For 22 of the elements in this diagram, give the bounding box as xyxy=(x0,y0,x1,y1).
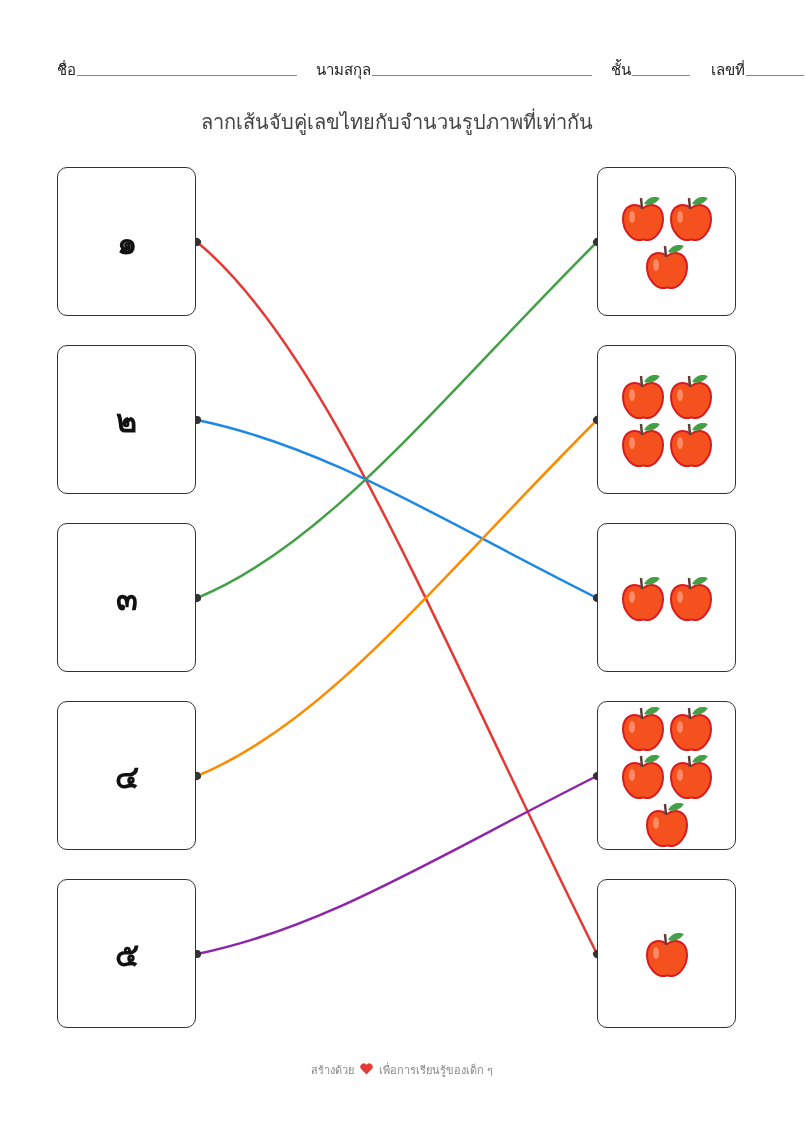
thai-numeral: ๕ xyxy=(113,934,140,975)
footer-text: สร้างด้วย xyxy=(311,1063,354,1079)
picture-card xyxy=(597,523,736,672)
thai-numeral: ๔ xyxy=(113,756,140,797)
number-card xyxy=(57,167,196,316)
number-card xyxy=(57,523,196,672)
number-card xyxy=(57,345,196,494)
number-card xyxy=(57,701,196,850)
worksheet-title: ลากเส้นจับคู่เลขไทยกับจำนวนรูปภาพที่เท่ากัน xyxy=(199,107,594,137)
thai-numeral: ๑ xyxy=(115,222,138,263)
footer-text: เพื่อการเรียนรู้ของเด็ก ๆ xyxy=(379,1061,494,1079)
form-label: ชื่อ xyxy=(57,59,76,81)
form-label: เลขที่ xyxy=(711,59,745,81)
picture-card xyxy=(597,701,736,850)
form-label: ชั้น xyxy=(611,58,631,81)
picture-card xyxy=(597,879,736,1028)
thai-numeral: ๒ xyxy=(115,400,138,441)
picture-card xyxy=(597,345,736,494)
number-card xyxy=(57,879,196,1028)
form-label: นามสกุล xyxy=(316,60,371,82)
thai-numeral: ๓ xyxy=(114,578,139,619)
picture-card xyxy=(597,167,736,316)
